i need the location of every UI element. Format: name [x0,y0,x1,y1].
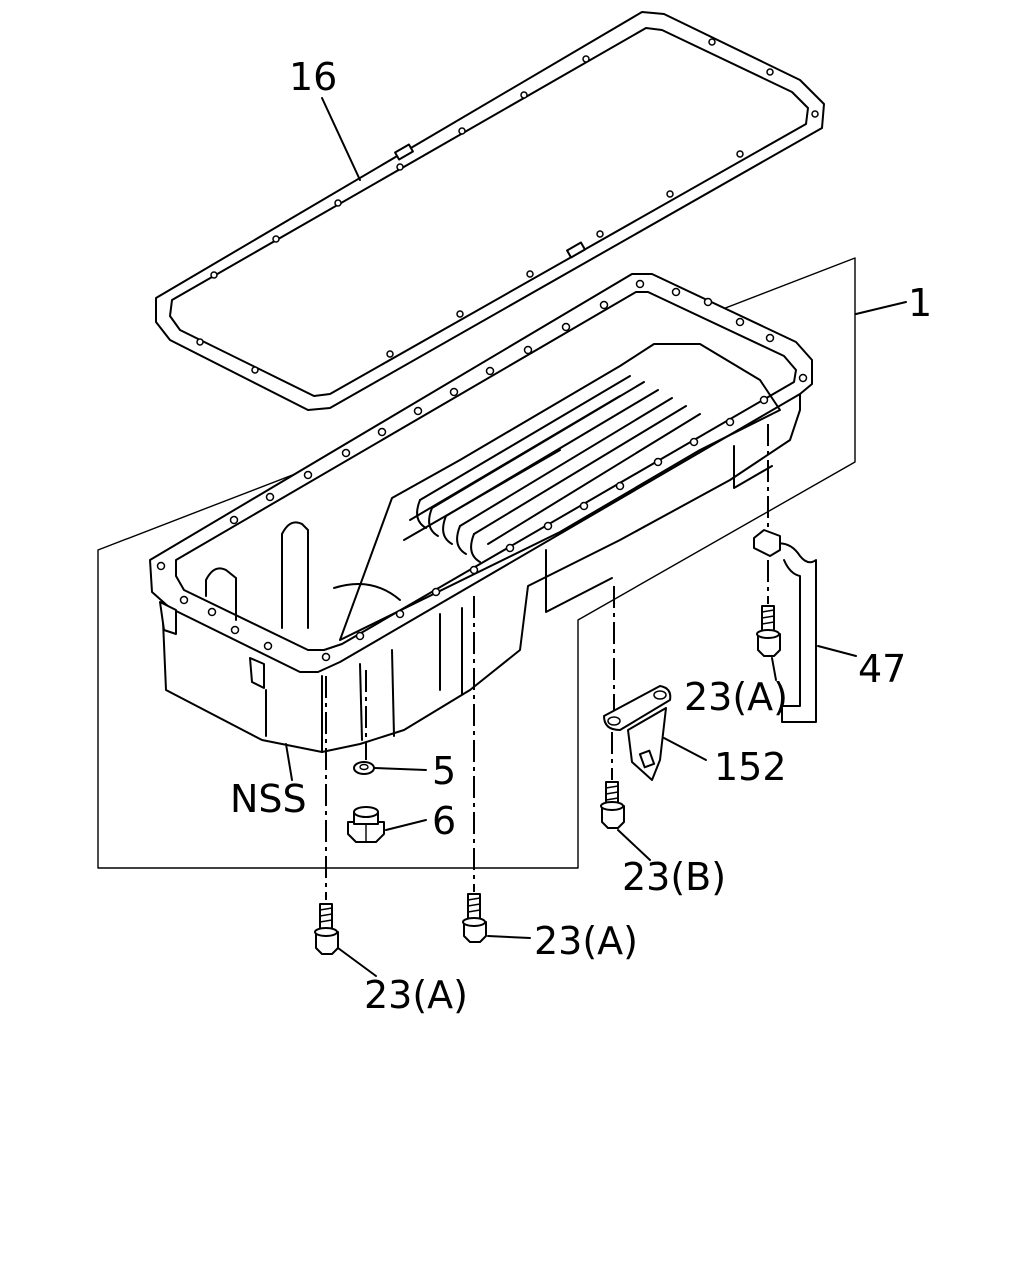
label-washer-5: 5 [432,749,456,793]
bolt-23a-right [756,605,781,657]
bolt-23a-left [314,903,339,955]
bolt-23a-center [462,893,487,943]
label-drain-plug-6: 6 [432,799,456,843]
label-bolt-23a-left: 23(A) [364,973,468,1017]
label-bracket-152: 152 [714,745,787,789]
drain-plug [347,806,385,843]
label-bolt-23a-center: 23(A) [534,919,638,963]
bracket [603,685,672,781]
gasket [155,11,825,411]
callout-labels: 16 1 NSS 5 6 152 47 23(A) 23(B) 23(A) 23… [230,55,932,1017]
washer [353,761,375,775]
leader-lines [285,97,907,977]
gasket-bolt-holes [196,38,819,374]
label-nss: NSS [230,777,307,821]
assembly-frame [97,257,856,869]
pipe [753,529,817,723]
oil-pan-bolt-holes [156,279,808,662]
label-pipe-47: 47 [858,647,906,691]
gasket-tab [394,143,414,161]
oil-pan [149,273,813,753]
label-gasket-16: 16 [289,55,337,99]
assembly-centerlines [325,424,769,900]
label-bolt-23b: 23(B) [622,855,726,899]
label-bolt-23a-right: 23(A) [684,675,788,719]
label-oil-pan-1: 1 [908,281,932,325]
gasket-tab-2 [566,241,586,259]
bolt-23b [600,781,625,829]
